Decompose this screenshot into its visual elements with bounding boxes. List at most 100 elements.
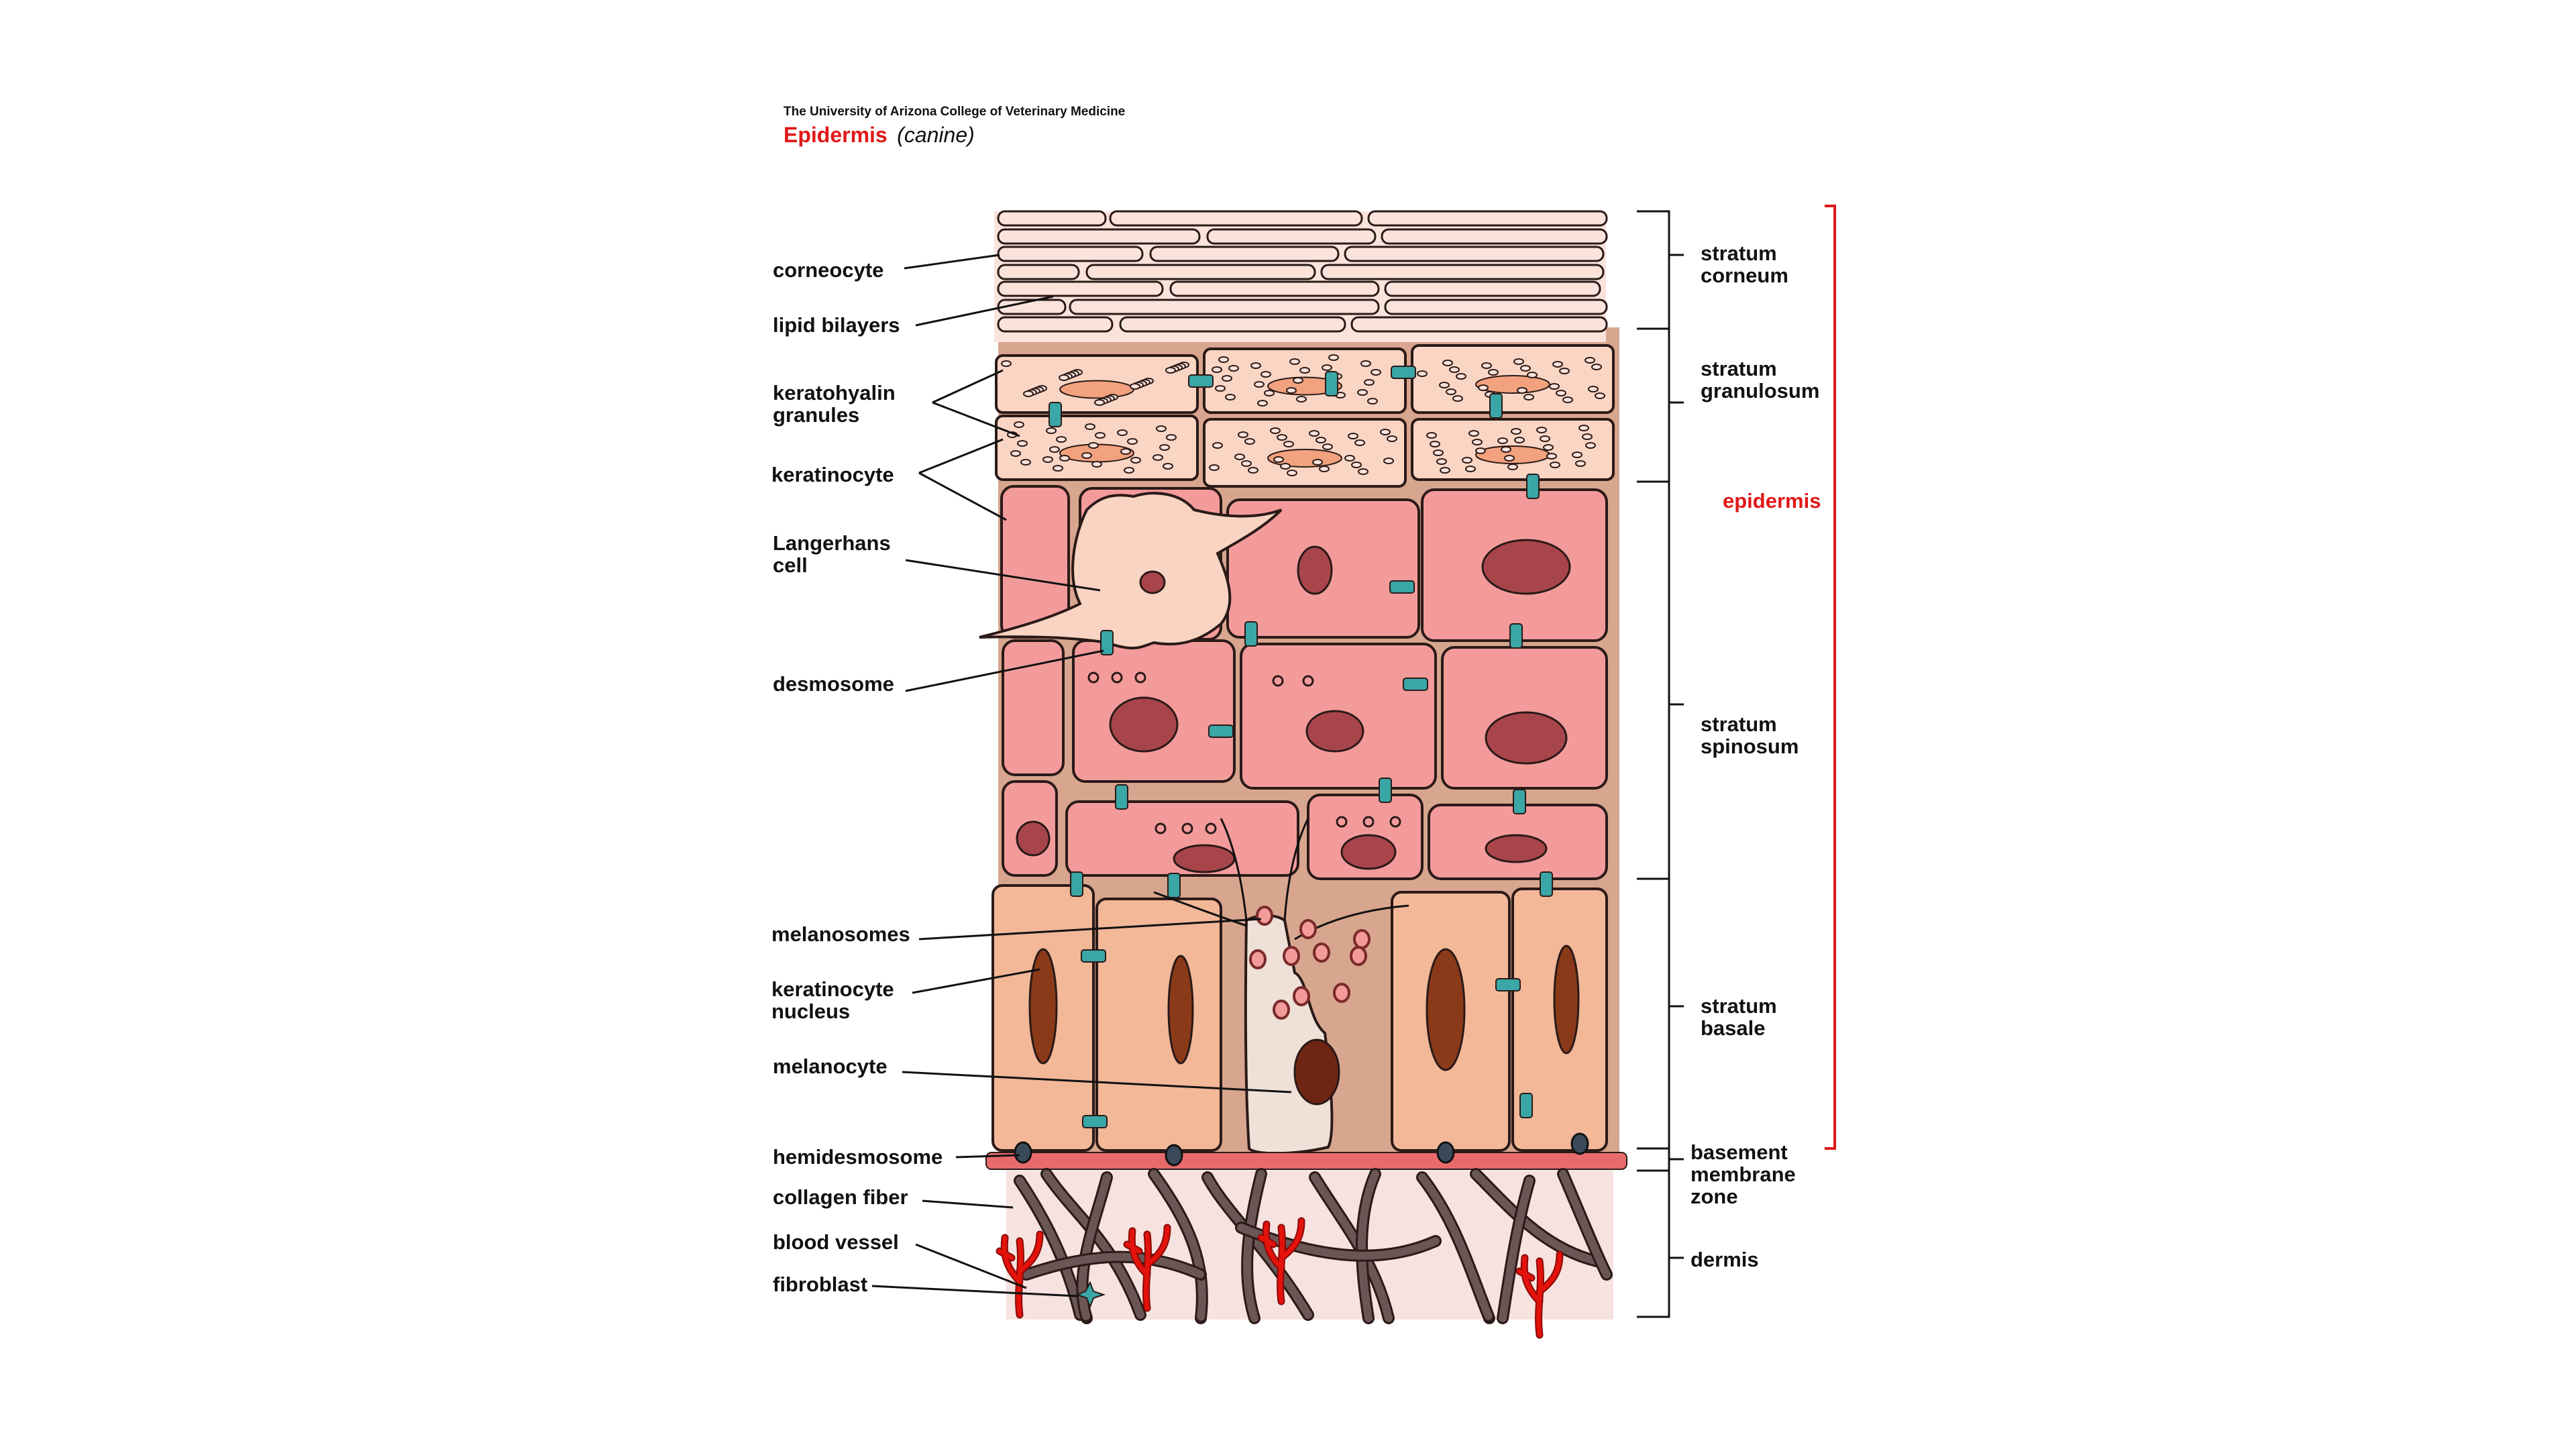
keratohyalin-granule bbox=[1248, 467, 1258, 474]
keratohyalin-granule bbox=[1280, 463, 1291, 470]
desmosome-junction bbox=[1509, 623, 1523, 649]
stratum-basale-layer bbox=[991, 884, 1608, 1152]
keratohyalin-granule bbox=[1287, 470, 1297, 476]
leader-line bbox=[912, 968, 1040, 994]
keratohyalin-granule bbox=[1452, 395, 1463, 402]
keratohyalin-granule bbox=[1257, 400, 1268, 407]
keratohyalin-granule bbox=[1046, 427, 1057, 434]
leader-line bbox=[871, 1285, 1077, 1297]
keratohyalin-granule bbox=[1014, 421, 1024, 428]
label-line: dermis bbox=[1690, 1248, 1759, 1271]
layer-bracket bbox=[1637, 327, 1684, 483]
melanin-granule bbox=[1336, 816, 1348, 828]
label-desmosome: desmosome bbox=[773, 672, 894, 696]
basal-nucleus bbox=[1167, 955, 1194, 1065]
corneocyte-shape bbox=[997, 228, 1201, 245]
keratohyalin-granule bbox=[1478, 384, 1489, 391]
label-line: corneocyte bbox=[773, 258, 883, 282]
melanin-granule bbox=[1181, 822, 1193, 835]
layer-bracket bbox=[1637, 877, 1684, 1150]
melanin-granule bbox=[1134, 672, 1146, 684]
desmosome-junction bbox=[1208, 724, 1234, 738]
desmosome-junction bbox=[1513, 789, 1526, 814]
keratohyalin-granule bbox=[1585, 357, 1595, 364]
desmosome-junction bbox=[1100, 630, 1114, 655]
desmosome-junction bbox=[1081, 949, 1106, 963]
label-line: collagen fiber bbox=[773, 1185, 908, 1209]
keratohyalin-granule bbox=[1430, 441, 1440, 447]
keratohyalin-granule bbox=[1091, 461, 1102, 468]
keratohyalin-granule bbox=[1440, 467, 1450, 474]
label-line: keratinocyte bbox=[771, 463, 894, 486]
melanin-granule bbox=[1087, 672, 1099, 684]
keratohyalin-granule bbox=[1241, 460, 1252, 467]
leader-line bbox=[918, 472, 1007, 521]
desmosome-junction bbox=[1540, 871, 1553, 897]
keratohyalin-granule bbox=[1446, 388, 1456, 395]
blood-vessel-shape bbox=[1258, 1218, 1304, 1304]
keratohyalin-granule bbox=[1283, 441, 1294, 447]
keratohyalin-granule bbox=[1591, 364, 1602, 370]
corneocyte-shape bbox=[997, 299, 1067, 315]
corneocyte-shape bbox=[1119, 316, 1346, 333]
keratohyalin-granule bbox=[1042, 456, 1053, 463]
keratohyalin-granule bbox=[1527, 372, 1538, 378]
collagen-fiber-shape bbox=[1078, 1173, 1111, 1322]
keratohyalin-granule bbox=[1017, 440, 1028, 447]
label-line: stratum bbox=[1701, 712, 1777, 736]
keratohyalin-granule bbox=[1286, 387, 1297, 394]
keratohyalin-granule bbox=[1312, 459, 1323, 466]
keratohyalin-granule bbox=[1124, 467, 1134, 474]
diagram-title: Epidermis (canine) bbox=[784, 123, 975, 147]
keratohyalin-granule bbox=[1360, 360, 1371, 367]
fibroblast-shape bbox=[1075, 1281, 1106, 1309]
corneocyte-shape bbox=[1069, 299, 1380, 315]
desmosome-junction bbox=[1389, 580, 1415, 594]
label-line: blood vessel bbox=[773, 1230, 899, 1254]
blood-vessel-shape bbox=[1517, 1252, 1562, 1338]
hemidesmosome-junction bbox=[1570, 1132, 1589, 1155]
corneocyte-shape bbox=[1381, 228, 1608, 245]
keratohyalin-granule bbox=[1120, 448, 1131, 455]
keratohyalin-granule bbox=[1559, 368, 1570, 374]
desmosome-junction bbox=[1082, 1115, 1108, 1128]
desmosome-junction bbox=[1403, 678, 1428, 691]
institution-title: The University of Arizona College of Vet… bbox=[784, 105, 1125, 119]
spinous-nucleus bbox=[1485, 834, 1548, 863]
hemidesmosome-junction bbox=[1165, 1144, 1183, 1167]
keratohyalin-granule bbox=[1540, 435, 1550, 442]
hemidesmosome-junction bbox=[1014, 1141, 1032, 1164]
keratohyalin-granule bbox=[1364, 379, 1375, 386]
spinous-nucleus bbox=[1485, 711, 1568, 765]
keratohyalin-granule bbox=[1513, 358, 1524, 365]
collagen-fiber-shape bbox=[1499, 1177, 1534, 1322]
keratohyalin-granule bbox=[1085, 423, 1095, 430]
melanosome bbox=[1353, 929, 1371, 949]
melanocyte-cell bbox=[1153, 818, 1409, 1155]
corneocyte-shape bbox=[1206, 228, 1377, 245]
keratohyalin-granule bbox=[1238, 431, 1248, 438]
melanosome bbox=[1249, 949, 1267, 969]
keratohyalin-granule bbox=[1588, 386, 1599, 392]
corneocyte-shape bbox=[1320, 264, 1605, 280]
keratohyalin-granule bbox=[1316, 437, 1326, 443]
corneocyte-shape bbox=[997, 246, 1144, 262]
keratohyalin-granule bbox=[1575, 460, 1586, 467]
label-line: melanosomes bbox=[771, 922, 910, 946]
keratohyalin-granule bbox=[1358, 468, 1368, 475]
leader-line bbox=[955, 1154, 1020, 1159]
basal-nucleus bbox=[1426, 948, 1466, 1071]
keratohyalin-granule bbox=[1357, 389, 1368, 396]
melanosome bbox=[1283, 946, 1300, 966]
keratohyalin-granule bbox=[1020, 459, 1031, 466]
melanin-granule bbox=[1272, 675, 1284, 687]
keratohyalin-granule bbox=[1387, 435, 1397, 442]
title-epidermis: Epidermis bbox=[784, 123, 888, 147]
keratohyalin-granule bbox=[1549, 383, 1560, 390]
corneocyte-shape bbox=[1109, 210, 1363, 227]
melanosome bbox=[1299, 919, 1317, 939]
keratohyalin-granule bbox=[1504, 455, 1515, 462]
